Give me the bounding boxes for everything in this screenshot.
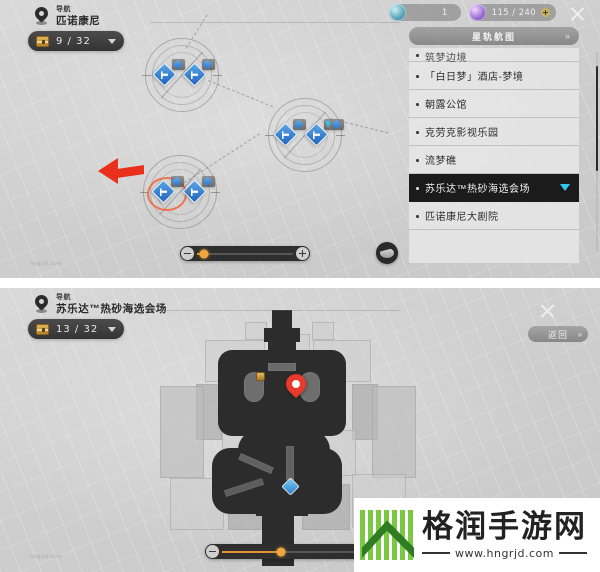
location-list[interactable]: 筑梦边境 「白日梦」酒店-梦境 朝露公馆 克劳克影视乐园 流梦礁 bbox=[409, 48, 579, 263]
corner-watermark: hngrjd.com bbox=[30, 261, 63, 267]
starmap-sidebar: 1 115 / 240 星轨航图 » 筑梦边境 bbox=[388, 0, 600, 278]
list-item-label: 「白日梦」酒店-梦境 bbox=[425, 72, 524, 83]
chest-count: 9 / 32 bbox=[56, 35, 91, 47]
header-divider bbox=[150, 310, 400, 311]
chevron-right-icon: » bbox=[564, 31, 570, 41]
trailblaze-power-orb-icon bbox=[468, 4, 486, 21]
waypoint-badge[interactable] bbox=[171, 176, 184, 187]
list-item-label: 克劳克影视乐园 bbox=[425, 128, 499, 139]
annotation-arrow bbox=[98, 158, 144, 184]
zoom-out-button[interactable] bbox=[206, 545, 219, 558]
zoom-in-button[interactable] bbox=[296, 247, 309, 260]
list-item-label: 匹诺康尼大剧院 bbox=[425, 212, 499, 223]
zoom-out-button[interactable] bbox=[181, 247, 194, 260]
waypoint-badge[interactable] bbox=[202, 59, 215, 70]
currency-trailblaze-power[interactable]: 115 / 240 bbox=[468, 4, 556, 21]
list-scrollbar-thumb[interactable] bbox=[595, 66, 598, 171]
close-icon[interactable] bbox=[539, 302, 556, 319]
node-tick bbox=[213, 75, 222, 76]
zoom-slider-handle[interactable] bbox=[199, 249, 209, 258]
zoom-slider-track[interactable] bbox=[197, 249, 293, 258]
node-tick bbox=[142, 75, 151, 76]
treasure-chest-icon bbox=[36, 35, 49, 47]
watermark-rule bbox=[558, 552, 588, 554]
bullet-icon bbox=[416, 103, 419, 106]
page-title: 苏乐达™热砂海选会场 bbox=[56, 303, 167, 315]
venue-floorplan[interactable] bbox=[0, 288, 600, 572]
list-item-label: 筑梦边境 bbox=[425, 53, 467, 64]
list-item-label: 朝露公馆 bbox=[425, 100, 467, 111]
location-pin-icon bbox=[32, 292, 51, 314]
site-watermark: 格润手游网 www.hngrjd.com bbox=[354, 498, 600, 572]
bullet-icon bbox=[416, 215, 419, 218]
list-item[interactable]: 流梦礁 bbox=[409, 146, 579, 174]
panel-separator bbox=[0, 278, 600, 288]
navigation-header: 导航 苏乐达™热砂海选会场 bbox=[32, 292, 167, 315]
return-button-label: 返回 bbox=[547, 329, 568, 340]
starmap-node-cluster[interactable] bbox=[142, 38, 222, 112]
bullet-icon bbox=[416, 75, 419, 78]
watermark-url: www.hngrjd.com bbox=[455, 546, 554, 560]
node-tick bbox=[336, 135, 345, 136]
starmap-route-button[interactable]: 星轨航图 » bbox=[409, 27, 579, 45]
chevron-down-icon[interactable] bbox=[108, 326, 116, 332]
waypoint-badge[interactable] bbox=[172, 59, 185, 70]
list-item-label: 流梦礁 bbox=[425, 156, 457, 167]
starmap-route-label: 星轨航图 bbox=[471, 31, 516, 42]
node-tick bbox=[265, 135, 274, 136]
chest-counter-dropdown[interactable]: 9 / 32 bbox=[28, 31, 124, 51]
header-divider bbox=[150, 22, 400, 23]
chevron-down-icon[interactable] bbox=[108, 38, 116, 44]
corner-watermark: hngrjd.com bbox=[30, 554, 63, 560]
node-tick bbox=[211, 192, 220, 193]
watermark-rule bbox=[422, 552, 451, 554]
list-item[interactable]: 「白日梦」酒店-梦境 bbox=[409, 62, 579, 90]
waypoint-badge[interactable] bbox=[293, 119, 306, 130]
page-title: 匹诺康尼 bbox=[56, 15, 101, 27]
nav-subtitle: 导航 bbox=[56, 294, 71, 301]
chest-count: 13 / 32 bbox=[56, 323, 99, 335]
chest-counter-dropdown[interactable]: 13 / 32 bbox=[28, 319, 124, 339]
close-icon[interactable] bbox=[569, 5, 586, 22]
stellar-jade-value: 1 bbox=[441, 7, 448, 18]
zoom-slider-track[interactable] bbox=[222, 547, 378, 556]
bullet-icon bbox=[416, 131, 419, 134]
starmap-node-cluster[interactable] bbox=[265, 98, 345, 172]
list-item[interactable]: 匹诺康尼大剧院 bbox=[409, 202, 579, 230]
return-button[interactable]: 返回 » bbox=[528, 326, 588, 342]
treasure-chest-marker[interactable] bbox=[256, 372, 265, 381]
location-pin-icon bbox=[32, 4, 51, 26]
trailblaze-power-value: 115 / 240 bbox=[491, 7, 536, 18]
planet-globe-icon-button[interactable] bbox=[376, 242, 398, 264]
navigation-header: 导航 匹诺康尼 bbox=[32, 4, 101, 27]
chevron-down-icon[interactable] bbox=[560, 184, 570, 191]
bottom-detail-map-panel: 导航 苏乐达™热砂海选会场 13 / 32 返回 » hngrjd.com bbox=[0, 288, 600, 572]
bullet-icon bbox=[416, 159, 419, 162]
list-item-selected[interactable]: ◇ 苏乐达™热砂海选会场 bbox=[409, 174, 579, 202]
map-zoom-slider[interactable] bbox=[180, 246, 310, 261]
currency-row: 1 115 / 240 bbox=[388, 4, 588, 21]
treasure-chest-icon bbox=[36, 323, 49, 335]
starmap-node-cluster-selected[interactable] bbox=[140, 155, 220, 229]
zoom-slider-handle[interactable] bbox=[276, 547, 286, 556]
grjd-mountain-logo-icon bbox=[360, 510, 416, 560]
current-position-pin[interactable] bbox=[281, 369, 311, 400]
add-power-button[interactable] bbox=[541, 8, 550, 17]
currency-stellar-jade[interactable]: 1 bbox=[388, 4, 461, 21]
list-item[interactable]: 克劳克影视乐园 bbox=[409, 118, 579, 146]
list-item[interactable]: 朝露公馆 bbox=[409, 90, 579, 118]
node-tick bbox=[140, 192, 149, 193]
zoom-slider-fill bbox=[222, 550, 282, 553]
waypoint-badge[interactable] bbox=[324, 119, 344, 130]
list-item-label: 苏乐达™热砂海选会场 bbox=[425, 184, 530, 195]
watermark-brand: 格润手游网 bbox=[422, 508, 587, 544]
waypoint-badge[interactable] bbox=[202, 176, 215, 187]
nav-subtitle: 导航 bbox=[56, 6, 71, 13]
list-item[interactable]: 筑梦边境 bbox=[409, 48, 579, 64]
chevron-right-icon: » bbox=[577, 329, 583, 339]
stellar-jade-orb-icon bbox=[388, 4, 406, 21]
bullet-icon bbox=[416, 187, 419, 190]
bullet-icon bbox=[416, 54, 419, 57]
top-navigation-panel: 导航 匹诺康尼 9 / 32 hngrjd.com bbox=[0, 0, 600, 278]
